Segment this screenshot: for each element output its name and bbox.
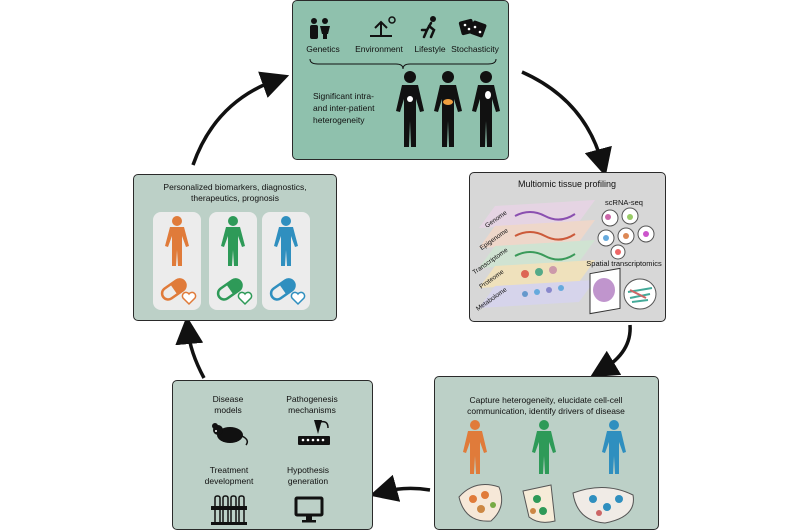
heterogeneity-title-2: communication, identify drivers of disea…	[467, 406, 625, 416]
tissue-samples-icon	[458, 484, 634, 524]
test-tubes-icon	[211, 495, 247, 525]
spatial-tissue-icon	[589, 267, 657, 315]
genetics-icon	[310, 18, 330, 39]
factor-stochasticity: Stochasticity	[451, 44, 499, 54]
patient-silhouettes-icon	[396, 71, 500, 147]
factor-environment: Environment	[355, 44, 403, 54]
person-orange-icon	[165, 216, 189, 266]
disease-models-line1: Disease	[212, 394, 244, 404]
heterogeneity-line-2: and inter-patient	[313, 103, 375, 113]
dice-icon	[458, 18, 487, 38]
arrow-left-to-top	[191, 71, 290, 166]
environment-icon	[370, 16, 396, 37]
lifestyle-icon	[420, 16, 436, 39]
pipette-plate-icon	[298, 420, 330, 445]
hypothesis-line1: Hypothesis	[286, 465, 330, 475]
arrow-top-to-right	[521, 70, 612, 177]
applications-panel	[172, 380, 373, 530]
grouping-brace	[309, 58, 497, 70]
arrow-right-to-bottomright	[589, 324, 632, 378]
heterogeneity-line-1: Significant intra-	[313, 91, 374, 101]
omics-layers-icon	[479, 200, 595, 308]
disease-models-line2: models	[214, 405, 242, 415]
factor-lifestyle: Lifestyle	[414, 44, 446, 54]
treatment-line1: Treatment	[209, 465, 249, 475]
mouse-icon	[212, 423, 249, 446]
personalized-title-1: Personalized biomarkers, diagnostics,	[163, 182, 307, 192]
pill-heart-green-icon	[216, 278, 253, 306]
spatial-transcriptomics-label: Spatial transcriptomics	[586, 259, 662, 268]
heterogeneity-title-1: Capture heterogeneity, elucidate cell-ce…	[469, 395, 623, 405]
scrna-cells-icon	[597, 207, 655, 260]
person-blue-icon	[274, 216, 298, 266]
pathogenesis-line2: mechanisms	[288, 405, 336, 415]
personalized-title-2: therapeutics, prognosis	[191, 193, 279, 203]
factor-genetics: Genetics	[306, 44, 340, 54]
heterogeneity-line-3: heterogeneity	[313, 115, 365, 125]
hypothesis-line2: generation	[287, 476, 329, 486]
arrow-bottomleft-to-left	[175, 316, 206, 379]
pill-heart-blue-icon	[269, 278, 306, 306]
colored-patients-icon	[463, 420, 626, 474]
pill-heart-orange-icon	[160, 278, 197, 306]
multiomic-title: Multiomic tissue profiling	[517, 179, 617, 189]
person-green-icon	[221, 216, 245, 266]
arrow-bottomright-to-bottomleft	[369, 474, 431, 502]
pathogenesis-line1: Pathogenesis	[286, 394, 338, 404]
monitor-icon	[294, 496, 324, 523]
treatment-line2: development	[204, 476, 254, 486]
scrna-seq-label: scRNA-seq	[605, 198, 643, 207]
